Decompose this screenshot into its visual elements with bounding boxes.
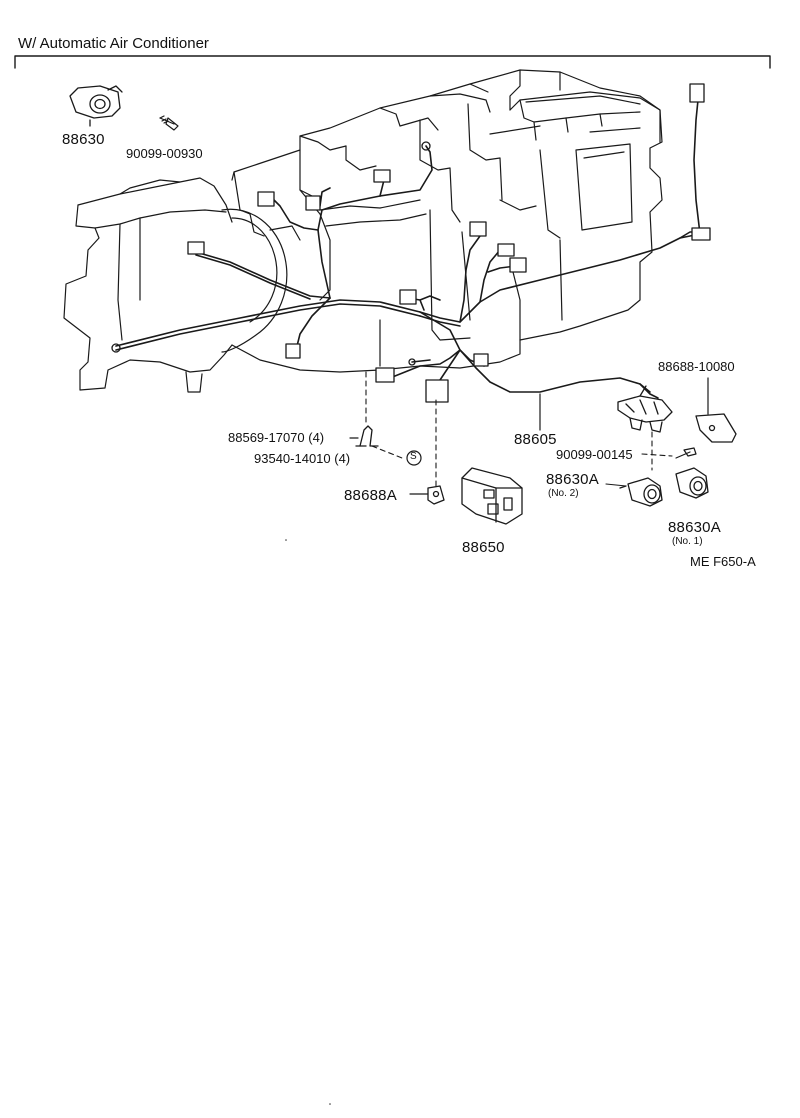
dash-93540	[371, 445, 403, 459]
screw-90099-00145-drawing	[675, 447, 697, 459]
label-88688A: 88688A	[344, 487, 397, 504]
screw-90099-00930-drawing	[159, 115, 179, 131]
label-88688-10080: 88688-10080	[658, 359, 735, 374]
label-88630: 88630	[62, 131, 105, 148]
plate-88688-10080-drawing	[695, 413, 737, 443]
label-88605: 88605	[514, 431, 557, 448]
sensor-88630A-no2-drawing	[619, 477, 663, 507]
harness-connectors	[187, 83, 711, 403]
frame-bracket	[14, 55, 771, 69]
part-88630-drawing	[69, 85, 123, 127]
leader-88630A-no2	[605, 483, 627, 487]
leader-90099-00145	[641, 453, 673, 457]
label-88630A-no2: 88630A	[546, 471, 599, 488]
diagram-title: W/ Automatic Air Conditioner	[18, 35, 209, 52]
label-no2: (No. 2)	[548, 488, 579, 499]
label-90099-00145: 90099-00145	[556, 447, 633, 462]
clip-88569-drawing	[355, 425, 379, 447]
ac-unit-housing	[63, 69, 663, 393]
unit-88650-drawing	[461, 467, 523, 525]
s-circle	[406, 450, 422, 466]
label-no1: (No. 1)	[672, 536, 703, 547]
harness-ground-terminal	[111, 343, 121, 353]
label-90099-00930: 90099-00930	[126, 146, 203, 161]
label-93540-14010: 93540-14010 (4)	[254, 451, 351, 466]
label-88650: 88650	[462, 539, 505, 556]
figure-code: ME F650-A	[690, 554, 756, 569]
s-symbol: S	[410, 451, 417, 462]
holder-88688-10080-drawing	[617, 385, 673, 433]
bracket-88688A-drawing	[427, 485, 445, 505]
sensor-88630A-no1-drawing	[675, 467, 709, 499]
label-88630A-no1: 88630A	[668, 519, 721, 536]
label-88569-17070: 88569-17070 (4)	[228, 430, 325, 445]
